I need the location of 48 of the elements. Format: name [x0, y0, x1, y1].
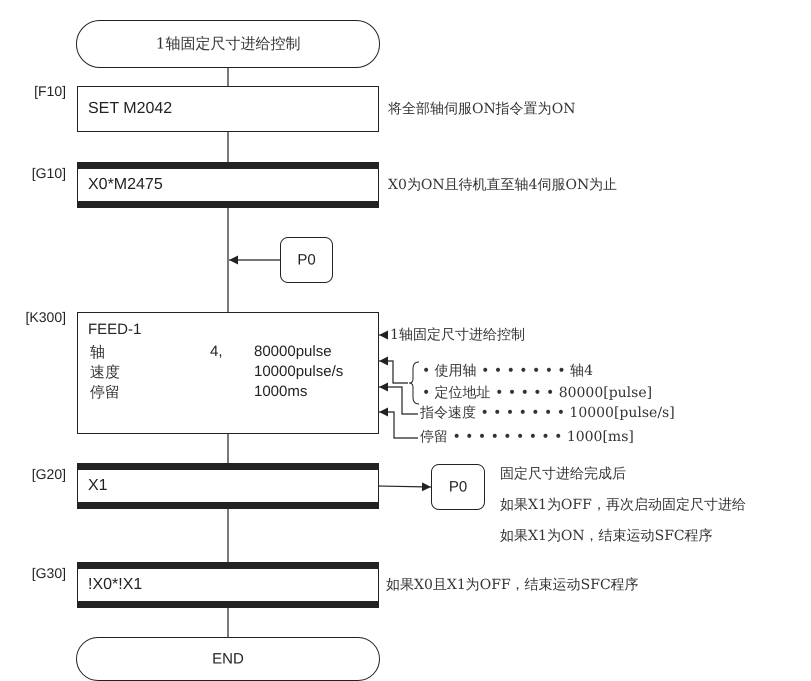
arrow	[229, 256, 280, 264]
step-label: !X0*!X1	[88, 576, 142, 594]
comment-text: 如果X1为ON，结束运动SFC程序	[500, 527, 713, 545]
flow-line	[227, 208, 229, 312]
comment-text: 如果X0且X1为OFF，结束运动SFC程序	[386, 576, 639, 594]
terminal-label: 1轴固定尺寸进给控制	[154, 34, 302, 54]
parameter-name: 10000pulse/s	[254, 363, 344, 380]
flow-line	[227, 608, 229, 637]
annotation-text: 指令速度 • • • • • • • 10000[pulse/s]	[420, 404, 675, 422]
leader-arrow	[379, 382, 418, 415]
leader-arrow	[379, 408, 418, 439]
annotation-text: 停留 • • • • • • • • • 1000[ms]	[420, 428, 634, 446]
step-number: [G30]	[32, 565, 66, 581]
parameter-name: 80000pulse	[254, 343, 332, 360]
parameter-value: 停留	[90, 383, 120, 402]
comment-text: X0为ON且待机直至轴4伺服ON为止	[388, 176, 618, 194]
comment-text: 如果X1为OFF，再次启动固定尺寸进给	[500, 496, 746, 514]
program-name: FEED-1	[88, 321, 142, 338]
step-label: X0*M2475	[88, 176, 163, 194]
parameter-value: 速度	[90, 363, 120, 382]
parameter-value: 4,	[210, 343, 223, 360]
annotation-text: • 使用轴 • • • • • • • 轴4	[422, 362, 594, 380]
jump-label: P0	[296, 252, 317, 268]
flow-line	[227, 434, 229, 463]
annotation-text: • 定位地址 • • • • • 80000[pulse]	[422, 384, 652, 402]
comment-text: 固定尺寸进给完成后	[500, 465, 626, 483]
leader-arrow	[379, 330, 388, 340]
terminal-box	[76, 20, 380, 68]
flow-line	[227, 132, 229, 162]
comment-text: 将全部轴伺服ON指令置为ON	[388, 100, 576, 118]
flow-line	[227, 509, 229, 562]
annotation-text: 1轴固定尺寸进给控制	[390, 326, 525, 344]
step-number: [G10]	[32, 165, 66, 181]
step-number: [F10]	[34, 83, 66, 99]
step-label: SET M2042	[88, 100, 172, 118]
step-number: [G20]	[32, 466, 66, 482]
jump-box	[280, 237, 333, 283]
step-number: [K300]	[26, 309, 66, 325]
flow-line	[227, 68, 229, 86]
jump-box	[431, 464, 485, 510]
parameter-name: 1000ms	[254, 383, 308, 400]
terminal-box	[76, 637, 380, 681]
arrow	[378, 482, 432, 492]
step-label: X1	[88, 477, 108, 495]
jump-label: P0	[448, 478, 468, 496]
terminal-label: END	[211, 650, 245, 668]
parameter-name: 轴	[90, 343, 105, 362]
leader-arrow	[379, 356, 408, 384]
